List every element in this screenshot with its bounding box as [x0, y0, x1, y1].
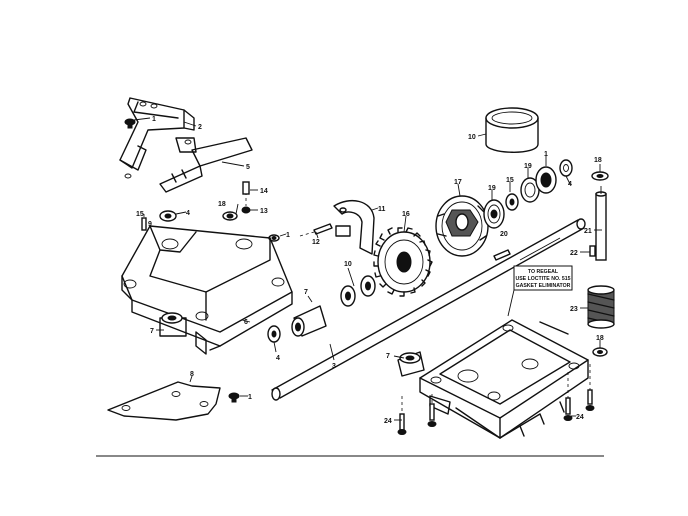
callout-5: 5 — [246, 164, 250, 171]
callout-24a: 24 — [384, 418, 392, 425]
callout-6: 6 — [244, 319, 248, 326]
pin-part-22 — [589, 245, 596, 257]
callout-4c: 4 — [276, 355, 280, 362]
callout-1: 1 — [152, 116, 156, 123]
callout-15: 15 — [136, 211, 144, 218]
callout-12: 12 — [312, 239, 320, 246]
callout-18b: 18 — [594, 157, 602, 164]
regasket-note: TO REGEAL USE LOCTITE NO. 515 GASKET ELI… — [507, 265, 573, 317]
callout-leaders — [133, 117, 602, 421]
key-part-20 — [493, 249, 511, 261]
washer-part-15 — [505, 193, 519, 211]
screw-part-1-lower — [228, 392, 240, 403]
callout-20: 20 — [500, 231, 508, 238]
main-shaft-part-3 — [271, 218, 586, 401]
pin-part-12 — [299, 223, 333, 237]
note-line-2: USE LOCTITE NO. 515 — [515, 276, 570, 282]
clutch-housing-part-17 — [435, 195, 489, 257]
callout-21: 21 — [584, 228, 592, 235]
callout-3: 3 — [332, 363, 336, 370]
callout-4b: 4 — [568, 181, 572, 188]
washer-part-10 — [340, 275, 376, 307]
mounting-bracket — [119, 97, 197, 179]
callout-7-left: 7 — [150, 328, 154, 335]
callout-labels: 1 2 5 14 13 4 15 18 9 1 12 11 10 16 17 1… — [136, 116, 604, 425]
callout-1c: 1 — [544, 151, 548, 158]
stud-part-13 — [241, 206, 251, 214]
housing-upper-part-6 — [121, 225, 293, 355]
callout-13: 13 — [260, 208, 268, 215]
gear-part-1-small — [535, 166, 557, 194]
collar-part-19-lower — [483, 199, 505, 229]
bushing-part-7-lower — [397, 351, 425, 377]
gasket-part-8 — [107, 381, 221, 421]
callout-17: 17 — [454, 179, 462, 186]
callout-16: 16 — [402, 211, 410, 218]
washer-part-4-upper — [559, 159, 573, 177]
callout-23: 23 — [570, 306, 578, 313]
callout-1b: 1 — [286, 232, 290, 239]
screw-part-1 — [124, 118, 136, 129]
callout-24b: 24 — [576, 414, 584, 421]
callout-22: 22 — [570, 250, 578, 257]
screw-part-1-upper-right — [268, 234, 280, 242]
bolt-part-24-right — [563, 364, 595, 421]
callout-10-cup: 10 — [468, 134, 476, 141]
washer-part-4-shaft — [267, 325, 281, 343]
housing-lower — [419, 319, 589, 439]
gear-part-16 — [373, 227, 433, 297]
washer-part-18-left — [222, 211, 238, 221]
stud-part-14 — [242, 181, 250, 206]
callout-1d: 1 — [248, 394, 252, 401]
bearing-cup-part-10 — [485, 107, 539, 153]
callout-2: 2 — [198, 124, 202, 131]
callout-19a: 19 — [488, 185, 496, 192]
callout-10: 10 — [344, 261, 352, 268]
callout-18: 18 — [218, 201, 226, 208]
callout-7b: 7 — [386, 353, 390, 360]
note-line-1: TO REGEAL — [528, 269, 559, 275]
worm-shaft-part-21 — [595, 186, 607, 261]
callout-4: 4 — [186, 210, 190, 217]
mounting-plate — [159, 137, 253, 193]
callout-15b: 15 — [506, 177, 514, 184]
bolt-part-24-left — [397, 394, 437, 435]
bushing-part-7 — [291, 305, 327, 337]
callout-18c: 18 — [596, 335, 604, 342]
callout-9: 9 — [148, 221, 152, 228]
shift-fork-part-11 — [333, 199, 375, 255]
washer-part-18-bottom — [592, 347, 608, 357]
washer-part-4-left — [159, 210, 177, 222]
pin-part-15 — [141, 214, 147, 231]
callout-8: 8 — [190, 371, 194, 378]
callout-11: 11 — [378, 206, 386, 213]
callout-19b: 19 — [524, 163, 532, 170]
worm-gear-part-23 — [587, 285, 615, 329]
note-line-3: GASKET ELIMINATOR — [516, 283, 571, 289]
callout-7: 7 — [304, 289, 308, 296]
callout-14: 14 — [260, 188, 268, 195]
washer-part-18-top — [591, 171, 609, 181]
